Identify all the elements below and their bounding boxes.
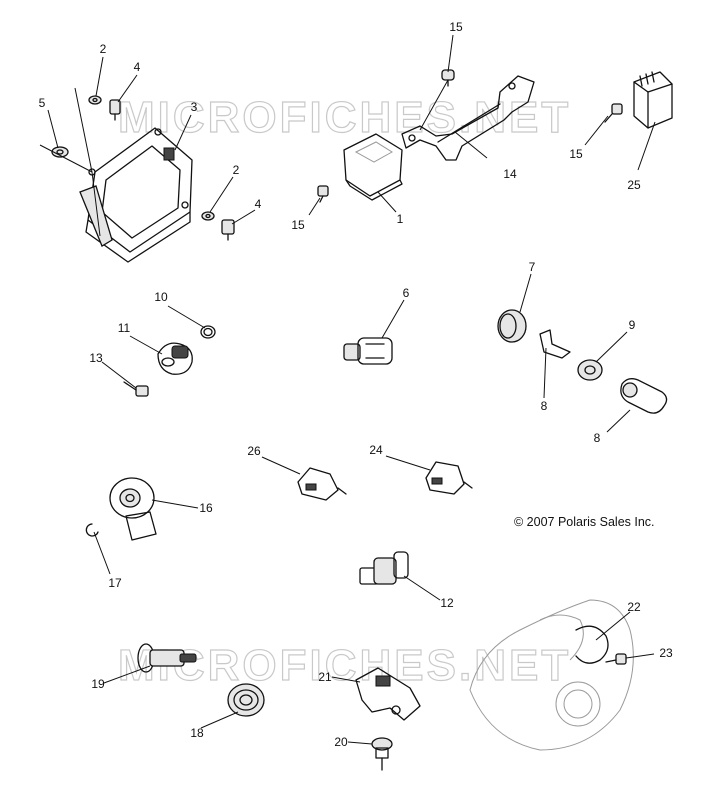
callout-5: 5 — [39, 96, 46, 110]
callout-13: 13 — [89, 351, 103, 365]
callout-15b: 15 — [569, 147, 583, 161]
part-clip-17 — [85, 523, 99, 537]
callout-10: 10 — [154, 290, 168, 304]
callout-1: 1 — [397, 212, 404, 226]
callout-11: 11 — [118, 321, 131, 335]
part-grommet-9 — [577, 359, 603, 381]
part-sensor-19 — [137, 643, 197, 673]
part-throttle-body-22 — [469, 599, 634, 751]
part-relay-25 — [633, 71, 673, 129]
callout-3: 3 — [191, 100, 198, 114]
callout-9: 9 — [629, 318, 636, 332]
callout-24: 24 — [369, 443, 383, 457]
part-plug-20 — [371, 737, 393, 771]
part-sensor-12 — [359, 551, 409, 585]
callout-22: 22 — [627, 600, 641, 614]
callout-8a: 8 — [541, 399, 548, 413]
part-bolt-15-top — [441, 69, 455, 87]
part-bolt-23 — [605, 653, 627, 665]
part-module-1 — [343, 133, 403, 201]
part-sensor-6 — [343, 337, 393, 365]
part-bolt-15-right — [604, 103, 623, 123]
watermark-top: MICROFICHES.NET — [118, 93, 571, 142]
callout-labels: 15 2 4 3 5 14 15 25 2 4 15 1 7 10 6 9 11… — [39, 20, 673, 749]
part-connector-24 — [425, 461, 473, 495]
part-connector-26 — [297, 467, 347, 501]
callout-12: 12 — [440, 596, 454, 610]
part-sensor-21 — [355, 667, 421, 721]
watermark-bottom: MICROFICHES.NET — [118, 641, 571, 690]
callout-6: 6 — [403, 286, 410, 300]
part-washer-2-top — [88, 95, 102, 105]
leader-lines — [39, 34, 656, 745]
callout-17: 17 — [108, 576, 122, 590]
part-cap-7 — [497, 309, 527, 343]
part-washer-5 — [51, 146, 69, 158]
callout-7: 7 — [529, 260, 536, 274]
part-knock-sensor-16 — [109, 477, 157, 541]
callout-19: 19 — [91, 677, 105, 691]
part-bolt-4-top — [109, 99, 121, 121]
part-washer-2-mid — [201, 211, 215, 221]
callout-15c: 15 — [291, 218, 305, 232]
part-bolt-15-left — [317, 185, 329, 203]
part-clip-8 — [539, 329, 571, 359]
part-sensor-11 — [157, 342, 193, 375]
part-oring-10 — [200, 325, 216, 339]
callout-2b: 2 — [233, 163, 240, 177]
callout-2a: 2 — [100, 42, 107, 56]
callout-8b: 8 — [594, 431, 601, 445]
callout-25: 25 — [627, 178, 641, 192]
callout-15a: 15 — [449, 20, 463, 34]
part-bracket-14 — [401, 75, 535, 161]
callout-4b: 4 — [255, 197, 262, 211]
part-grommet-18 — [227, 683, 265, 717]
callout-18: 18 — [190, 726, 204, 740]
callout-26: 26 — [247, 444, 261, 458]
callout-4a: 4 — [134, 60, 141, 74]
callout-16: 16 — [199, 501, 213, 515]
copyright-notice: © 2007 Polaris Sales Inc. — [514, 515, 655, 529]
callout-14: 14 — [503, 167, 517, 181]
callout-23: 23 — [659, 646, 673, 660]
part-ecu-module — [79, 127, 193, 263]
part-bolt-13 — [123, 381, 149, 397]
part-bolt-4-mid — [221, 219, 235, 241]
part-sensor-8 — [620, 378, 668, 414]
callout-20: 20 — [334, 735, 348, 749]
callout-21: 21 — [318, 670, 332, 684]
